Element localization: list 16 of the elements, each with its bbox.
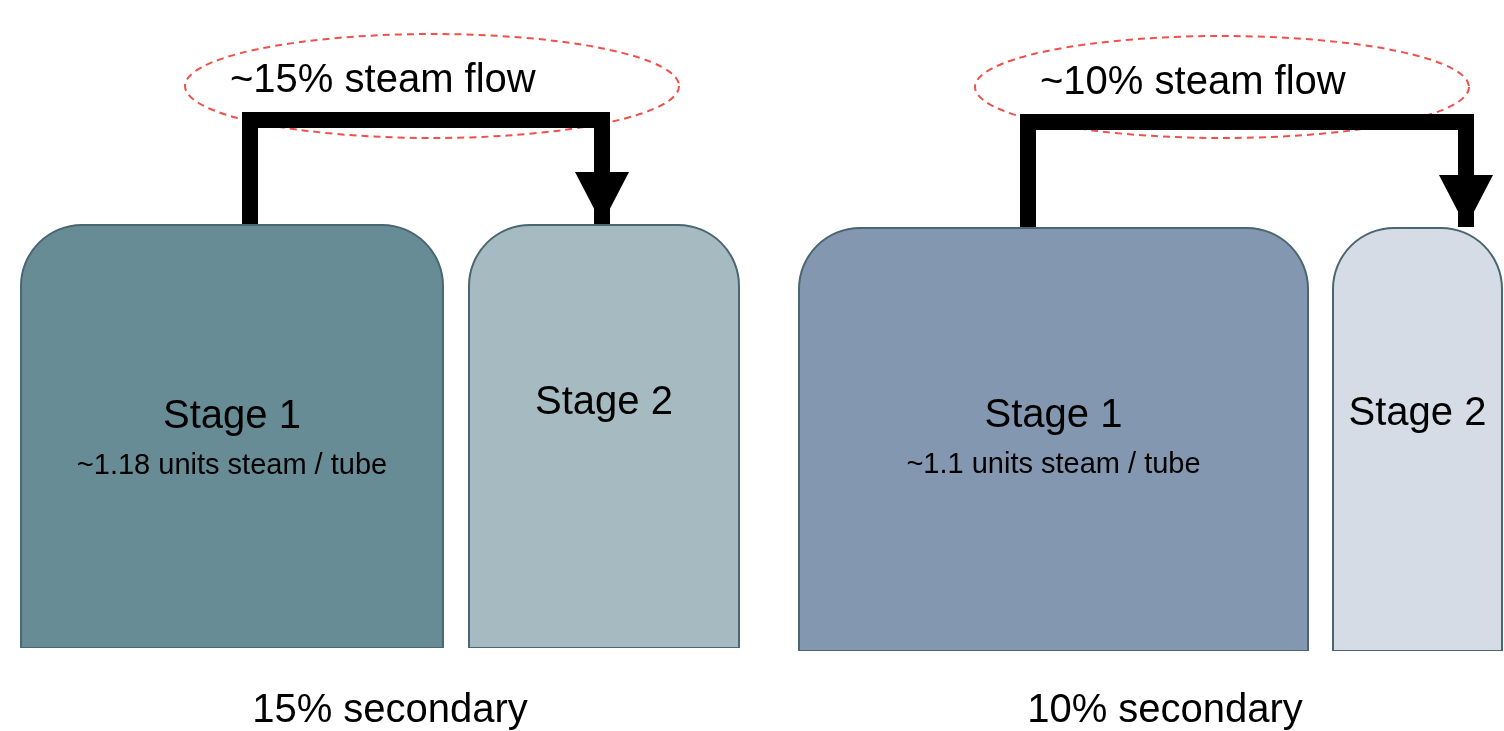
stage-title: Stage 2 — [1347, 389, 1488, 434]
stage-subtitle: ~1.1 units steam / tube — [905, 447, 1202, 480]
caption-label: 15% secondary — [252, 686, 528, 731]
stage-title: Stage 2 — [534, 378, 674, 423]
stage-box — [20, 224, 444, 648]
stage-box — [798, 227, 1309, 651]
stage-box — [1332, 227, 1503, 651]
stage-title: Stage 1 — [983, 391, 1124, 436]
stage-box — [468, 224, 740, 648]
caption-label: 10% secondary — [1027, 686, 1303, 731]
stage-title: Stage 1 — [162, 392, 302, 437]
edge-label: ~15% steam flow — [230, 56, 536, 100]
arrow — [242, 112, 629, 224]
edge-label: ~10% steam flow — [1040, 58, 1346, 102]
stage-subtitle: ~1.18 units steam / tube — [75, 448, 389, 481]
arrow — [1020, 114, 1493, 227]
